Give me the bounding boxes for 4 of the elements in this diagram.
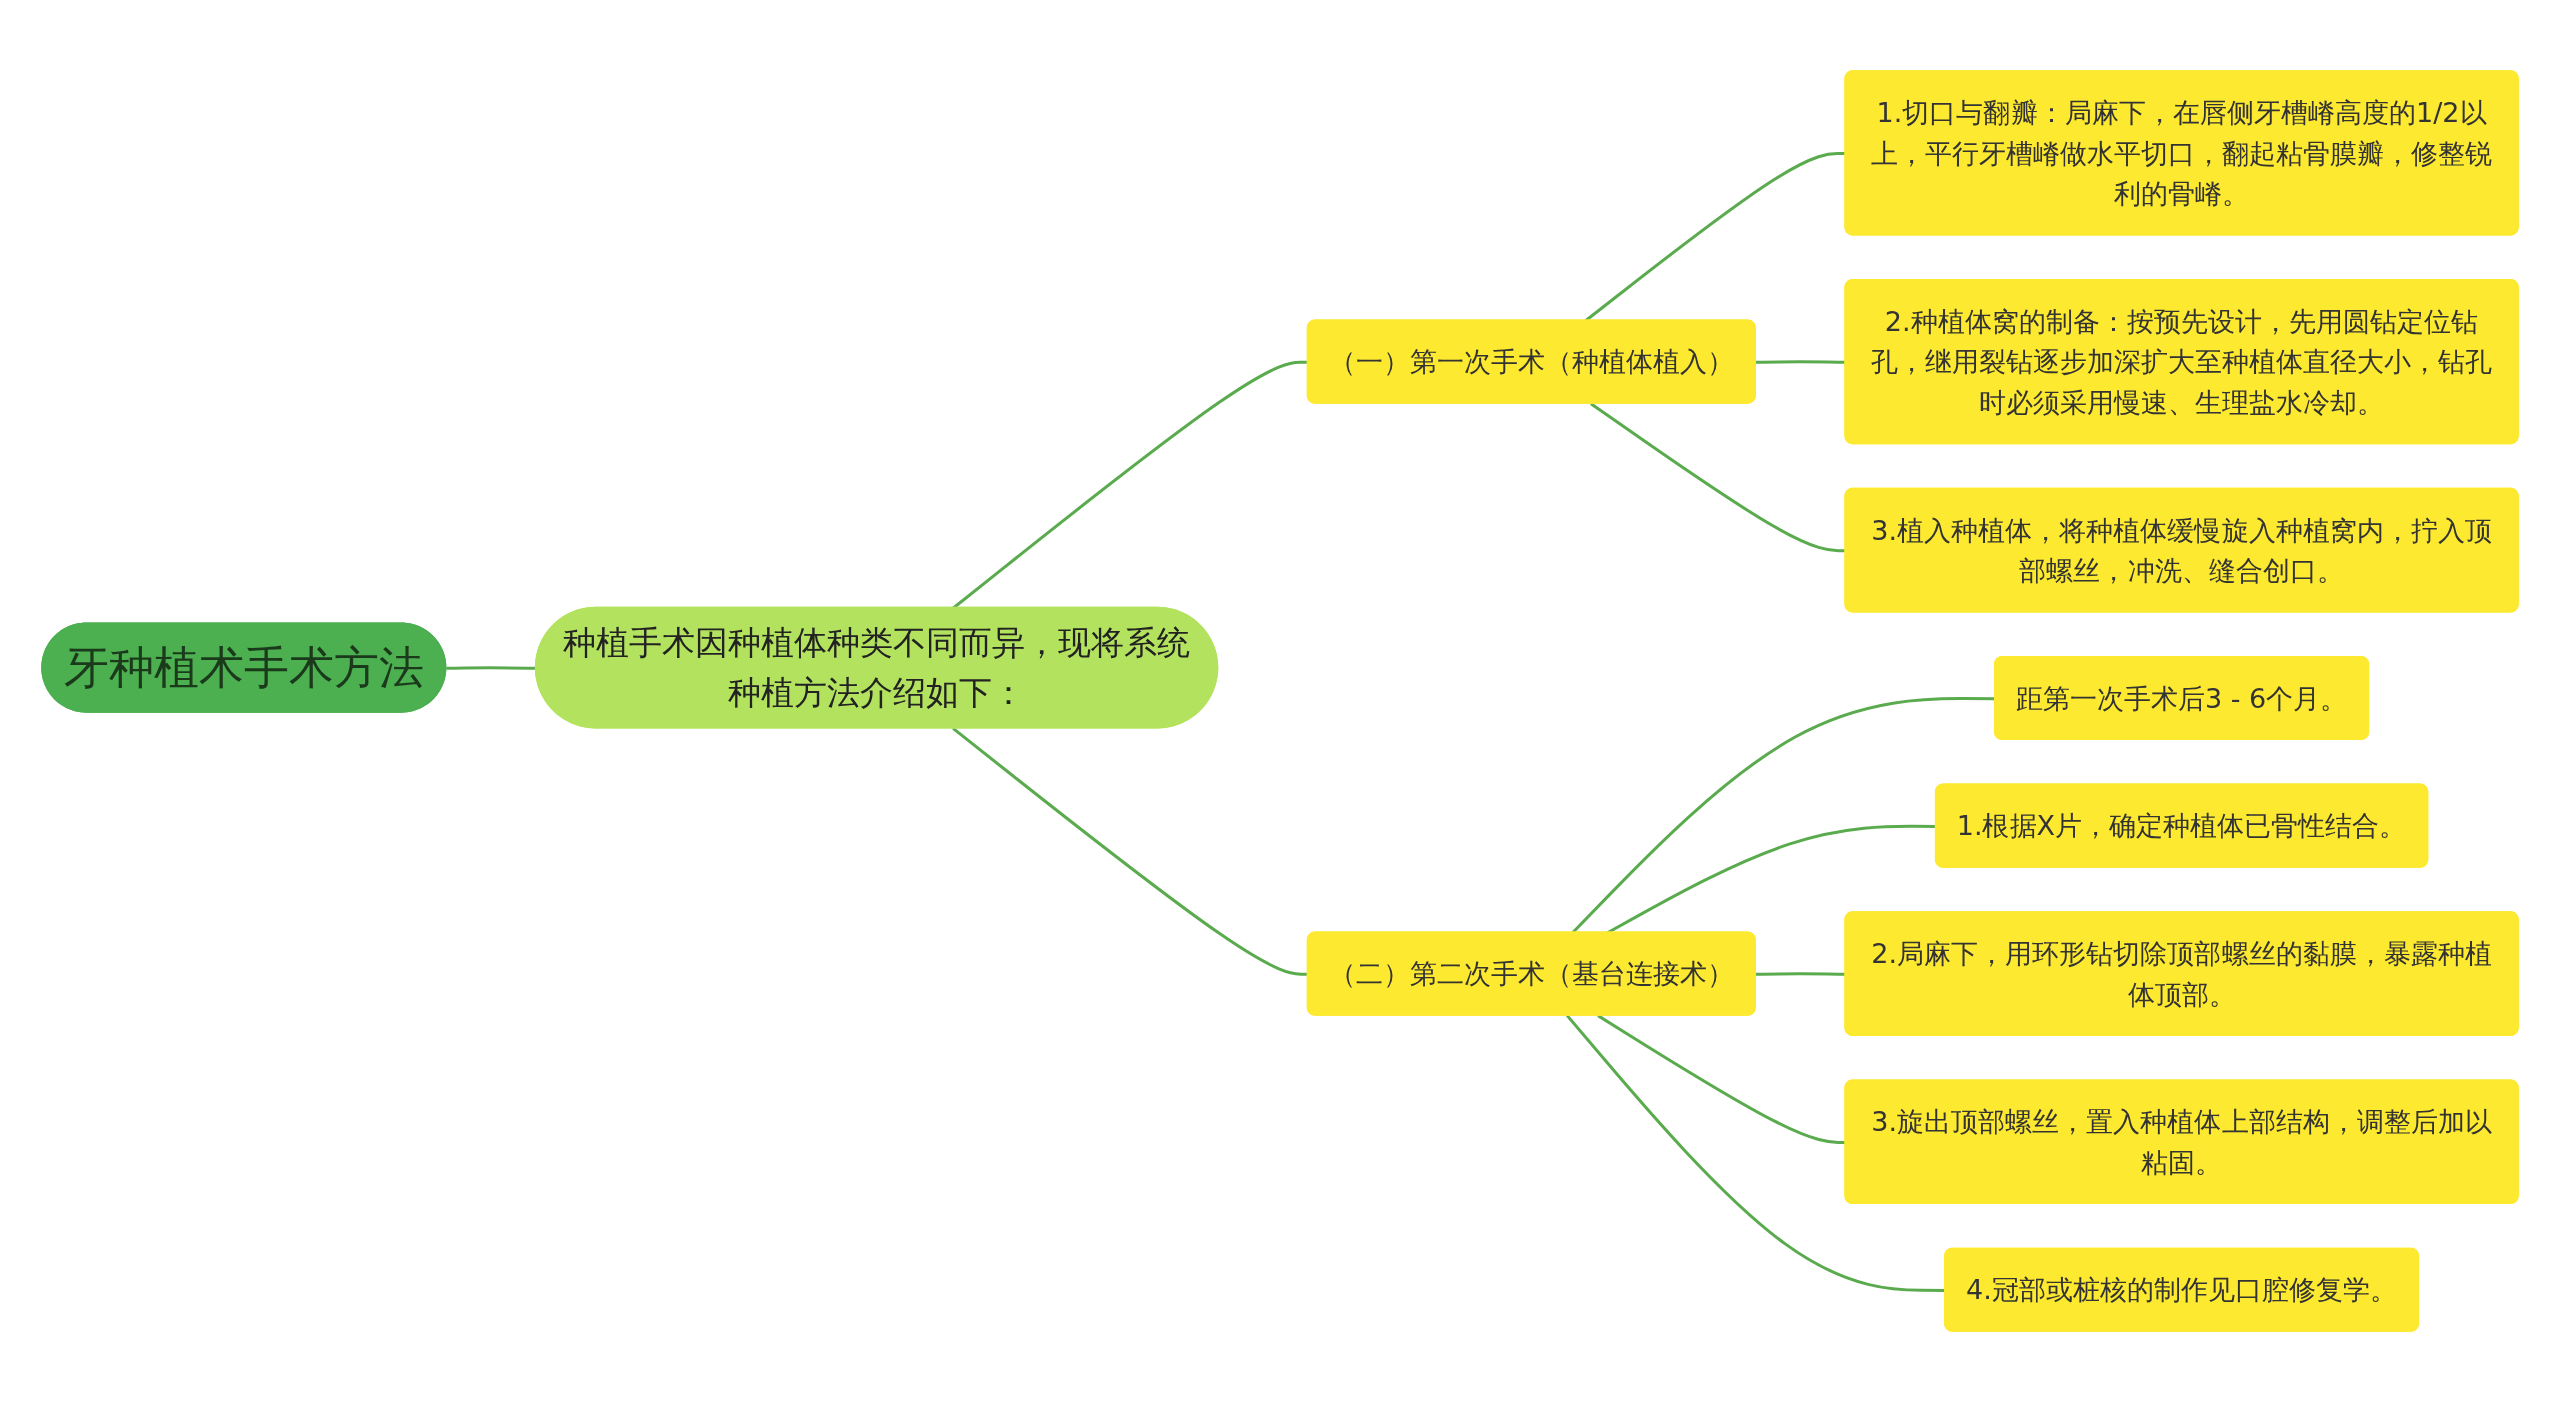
connector	[1755, 359, 1846, 364]
connector	[1590, 401, 1846, 552]
connector	[1597, 1013, 1846, 1144]
connector	[1755, 971, 1846, 976]
